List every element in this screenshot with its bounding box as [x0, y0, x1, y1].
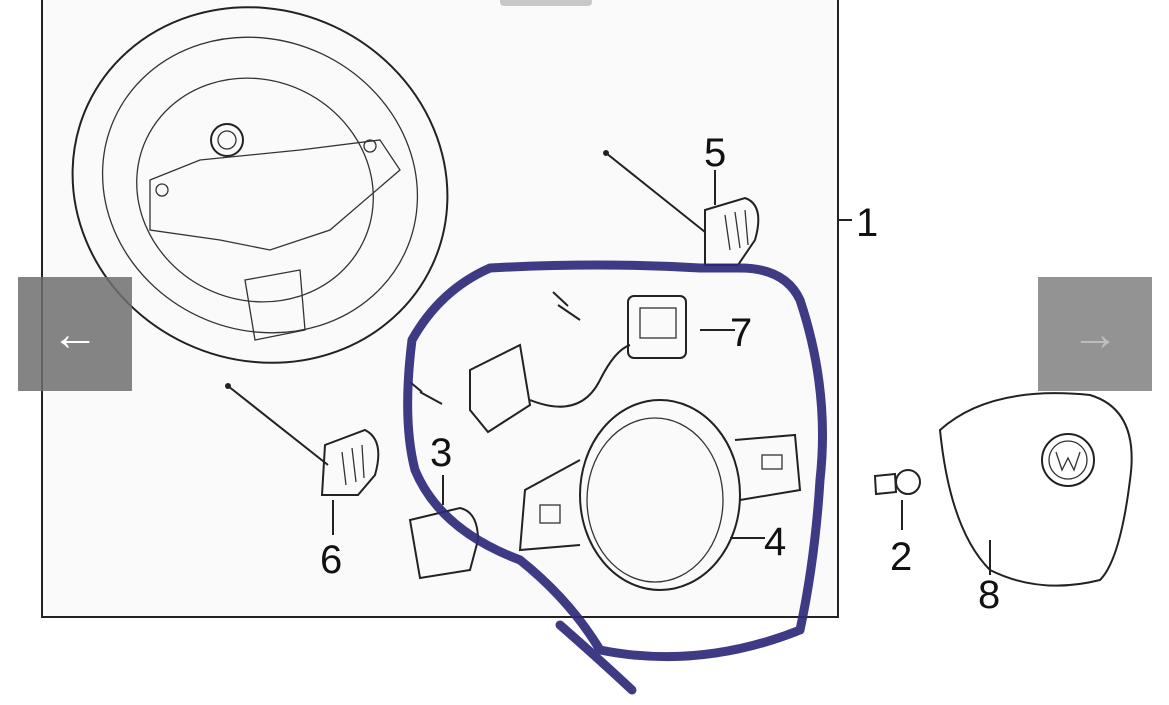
callout-4: 4 [764, 520, 786, 564]
callout-3: 3 [430, 431, 452, 475]
callout-8: 8 [978, 573, 1000, 617]
callout-2: 2 [890, 535, 912, 579]
part-8-airbag [938, 392, 1133, 587]
steering-wheel [71, 6, 449, 364]
next-image-button[interactable]: → [1038, 277, 1152, 391]
part-7-module [409, 291, 735, 434]
highlight-scribble [403, 260, 827, 695]
part-4-trim [518, 399, 802, 591]
arrow-left-icon: ← [51, 307, 99, 361]
previous-image-button[interactable]: ← [18, 277, 132, 391]
part-3-cover [408, 475, 480, 580]
callout-1: 1 [856, 201, 878, 245]
top-tab [500, 0, 592, 6]
callout-5: 5 [704, 131, 726, 175]
part-2-bolt [873, 469, 921, 530]
part-6-switch [225, 383, 380, 535]
part-5-switch [603, 150, 760, 266]
arrow-right-icon: → [1071, 307, 1119, 361]
callout-7: 7 [730, 311, 752, 355]
callout-6: 6 [320, 538, 342, 582]
